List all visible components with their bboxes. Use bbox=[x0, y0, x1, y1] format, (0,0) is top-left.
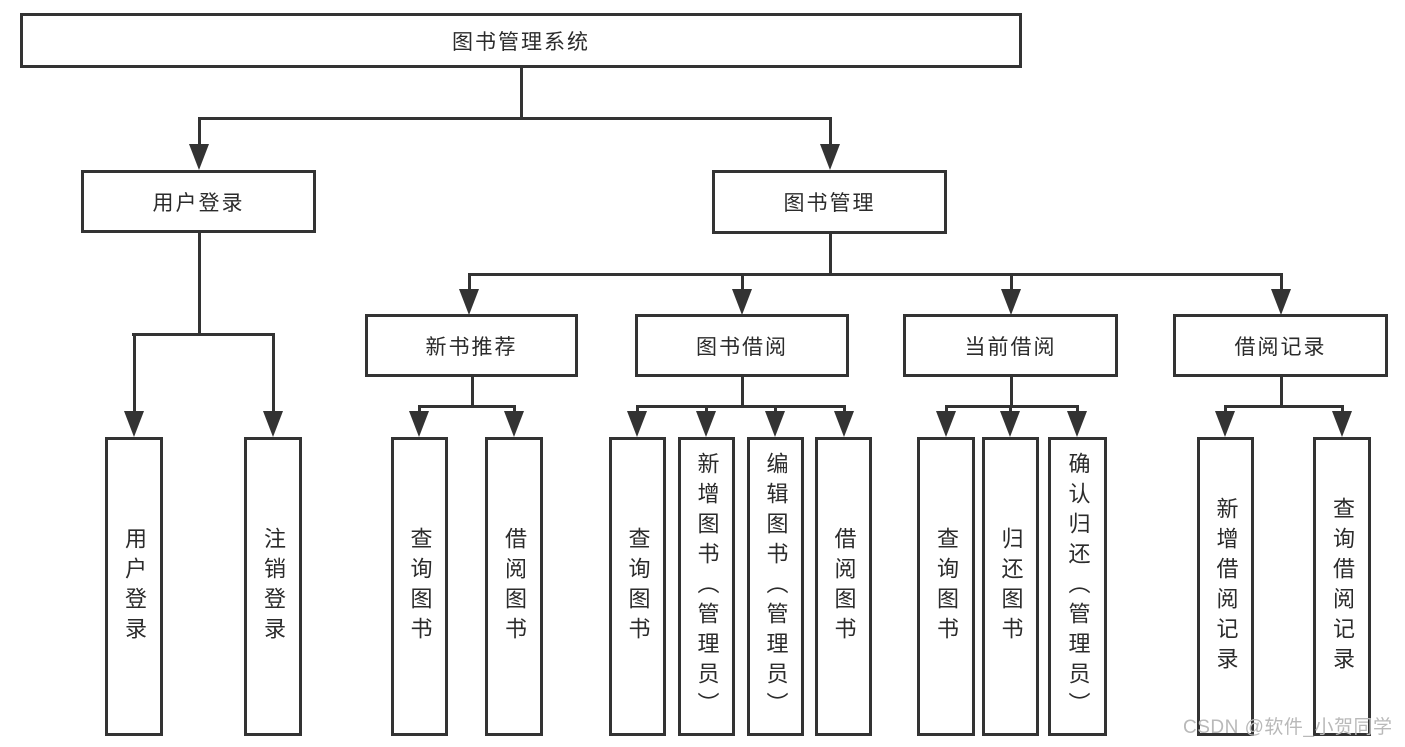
node-book-management-label: 图书管理 bbox=[783, 192, 876, 215]
leaf-add-borrow-record: 新增借阅记录 bbox=[1197, 437, 1254, 736]
node-book-borrow: 图书借阅 bbox=[635, 314, 849, 377]
arrow-down-icon bbox=[696, 411, 716, 437]
leaf-query-book-3: 查询图书 bbox=[917, 437, 975, 736]
connector-line bbox=[1009, 405, 1012, 413]
node-root: 图书管理系统 bbox=[20, 13, 1022, 68]
node-current-borrow-label: 当前借阅 bbox=[964, 335, 1057, 359]
node-new-book-recommend-label: 新书推荐 bbox=[425, 335, 518, 359]
arrow-down-icon bbox=[1001, 289, 1021, 315]
node-user-login-label: 用户登录 bbox=[152, 191, 245, 215]
connector-line bbox=[1010, 377, 1013, 406]
leaf-add-book-admin: 新增图书（管理员） bbox=[678, 437, 735, 736]
connector-line bbox=[468, 273, 1283, 276]
watermark: CSDN @软件_小贺同学 bbox=[1183, 717, 1393, 738]
connector-line bbox=[705, 405, 708, 413]
leaf-borrow-book-2-label: 借阅图书 bbox=[831, 526, 857, 647]
connector-line bbox=[198, 117, 201, 150]
arrow-down-icon bbox=[627, 411, 647, 437]
leaf-logout-label: 注销登录 bbox=[261, 526, 286, 647]
leaf-borrow-book-2: 借阅图书 bbox=[815, 437, 872, 736]
leaf-logout: 注销登录 bbox=[244, 437, 302, 736]
arrow-down-icon bbox=[1271, 289, 1291, 315]
arrow-down-icon bbox=[189, 144, 209, 170]
leaf-query-book-1: 查询图书 bbox=[391, 437, 448, 736]
connector-line bbox=[1341, 405, 1344, 413]
connector-line bbox=[132, 333, 275, 336]
node-borrow-record: 借阅记录 bbox=[1173, 314, 1388, 377]
arrow-down-icon bbox=[1332, 411, 1352, 437]
leaf-add-book-admin-label: 新增图书（管理员） bbox=[694, 451, 720, 722]
leaf-return-book-label: 归还图书 bbox=[998, 526, 1024, 647]
connector-line bbox=[1076, 405, 1079, 413]
connector-line bbox=[636, 405, 845, 408]
node-new-book-recommend: 新书推荐 bbox=[365, 314, 578, 377]
arrow-down-icon bbox=[1000, 411, 1020, 437]
leaf-edit-book-admin-label: 编辑图书（管理员） bbox=[763, 451, 789, 722]
connector-line bbox=[829, 234, 832, 275]
leaf-confirm-return-admin-label: 确认归还（管理员） bbox=[1065, 451, 1091, 722]
leaf-query-book-2-label: 查询图书 bbox=[625, 526, 651, 647]
connector-line bbox=[741, 377, 744, 406]
connector-line bbox=[1280, 377, 1283, 406]
connector-line bbox=[520, 68, 523, 118]
node-book-management: 图书管理 bbox=[712, 170, 947, 234]
leaf-add-borrow-record-label: 新增借阅记录 bbox=[1213, 496, 1239, 677]
connector-line bbox=[418, 405, 516, 408]
connector-line bbox=[198, 117, 832, 120]
connector-line bbox=[468, 273, 471, 291]
leaf-user-login: 用户登录 bbox=[105, 437, 163, 736]
connector-line bbox=[843, 405, 846, 413]
connector-line bbox=[471, 377, 474, 406]
arrow-down-icon bbox=[820, 144, 840, 170]
connector-line bbox=[272, 333, 275, 413]
leaf-query-book-2: 查询图书 bbox=[609, 437, 666, 736]
node-root-label: 图书管理系统 bbox=[452, 30, 590, 54]
connector-line bbox=[1010, 273, 1013, 291]
leaf-user-login-label: 用户登录 bbox=[122, 526, 147, 647]
leaf-edit-book-admin: 编辑图书（管理员） bbox=[747, 437, 804, 736]
leaf-query-book-1-label: 查询图书 bbox=[407, 526, 433, 647]
arrow-down-icon bbox=[765, 411, 785, 437]
connector-line bbox=[198, 233, 201, 334]
arrow-down-icon bbox=[732, 289, 752, 315]
connector-line bbox=[829, 117, 832, 150]
leaf-query-borrow-record: 查询借阅记录 bbox=[1313, 437, 1371, 736]
node-user-login: 用户登录 bbox=[81, 170, 316, 233]
leaf-confirm-return-admin: 确认归还（管理员） bbox=[1048, 437, 1107, 736]
arrow-down-icon bbox=[409, 411, 429, 437]
node-borrow-record-label: 借阅记录 bbox=[1234, 335, 1327, 359]
leaf-query-book-3-label: 查询图书 bbox=[934, 526, 959, 647]
arrow-down-icon bbox=[124, 411, 144, 437]
arrow-down-icon bbox=[834, 411, 854, 437]
leaf-borrow-book-1-label: 借阅图书 bbox=[502, 526, 527, 647]
arrow-down-icon bbox=[936, 411, 956, 437]
connector-line bbox=[1224, 405, 1343, 408]
connector-line bbox=[1224, 405, 1227, 413]
arrow-down-icon bbox=[263, 411, 283, 437]
connector-line bbox=[513, 405, 516, 413]
connector-line bbox=[741, 273, 744, 291]
node-current-borrow: 当前借阅 bbox=[903, 314, 1118, 377]
connector-line bbox=[774, 405, 777, 413]
arrow-down-icon bbox=[1067, 411, 1087, 437]
connector-line bbox=[636, 405, 639, 413]
leaf-borrow-book-1: 借阅图书 bbox=[485, 437, 543, 736]
node-book-borrow-label: 图书借阅 bbox=[696, 335, 788, 359]
arrow-down-icon bbox=[459, 289, 479, 315]
connector-line bbox=[1280, 273, 1283, 291]
connector-line bbox=[418, 405, 421, 413]
arrow-down-icon bbox=[1215, 411, 1235, 437]
leaf-return-book: 归还图书 bbox=[982, 437, 1039, 736]
leaf-query-borrow-record-label: 查询借阅记录 bbox=[1330, 496, 1355, 677]
connector-line bbox=[133, 333, 136, 413]
connector-line bbox=[945, 405, 948, 413]
arrow-down-icon bbox=[504, 411, 524, 437]
